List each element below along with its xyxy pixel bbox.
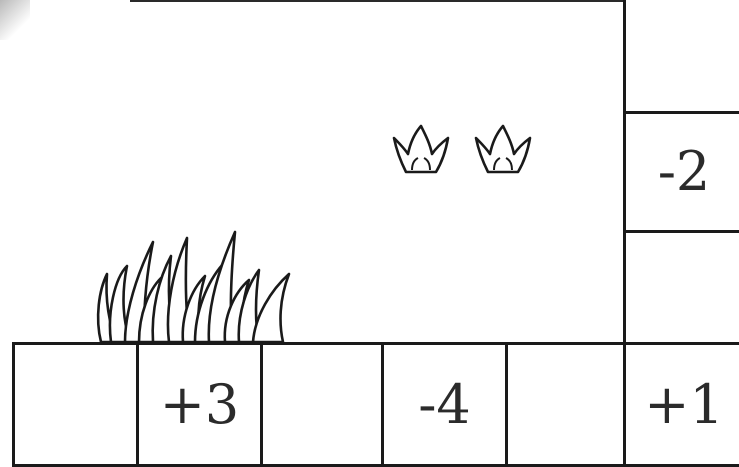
corner-shadow — [0, 0, 30, 40]
right-column-cell-1[interactable] — [623, 0, 739, 114]
cell-value: -2 — [658, 145, 711, 199]
bottom-row-cell-4[interactable]: -4 — [381, 342, 508, 467]
bottom-row-cell-6[interactable]: +1 — [623, 342, 739, 467]
cell-value: +3 — [160, 378, 240, 432]
cell-value: +1 — [644, 378, 724, 432]
top-border — [130, 0, 625, 2]
cell-value: -4 — [418, 378, 471, 432]
bottom-row-cell-1[interactable] — [12, 342, 139, 467]
bottom-row-cell-2[interactable]: +3 — [136, 342, 263, 467]
grass-sprout-icon — [392, 124, 450, 176]
right-column-cell-3[interactable] — [623, 230, 739, 346]
bottom-row-cell-5[interactable] — [505, 342, 626, 467]
right-column-cell-2[interactable]: -2 — [623, 111, 739, 233]
bottom-row-cell-3[interactable] — [260, 342, 384, 467]
grass-tuft-icon — [95, 228, 300, 344]
grass-sprout-icon — [474, 124, 532, 176]
